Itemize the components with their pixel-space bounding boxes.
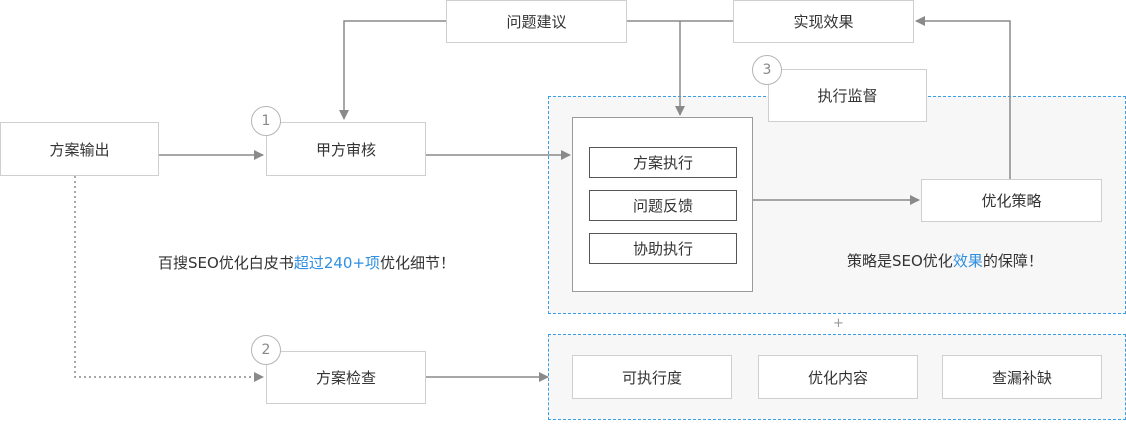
step-badge-2-number: 2 — [261, 342, 271, 358]
whitepaper-note-tail: 优化细节！ — [380, 254, 456, 272]
step-badge-3-number: 3 — [762, 62, 772, 78]
check-item-1: 可执行度 — [572, 355, 732, 399]
execution-item-2: 问题反馈 — [589, 190, 737, 221]
strategy-note: 策略是SEO优化效果的保障！ — [847, 250, 1043, 271]
dotted-output-to-check — [74, 176, 264, 382]
issue-suggestion-label: 问题建议 — [506, 13, 567, 31]
exec-supervision-label: 执行监督 — [817, 87, 878, 105]
check-item-2-label: 优化内容 — [807, 368, 868, 387]
optimization-strategy-label: 优化策略 — [981, 192, 1042, 210]
execution-item-1-label: 方案执行 — [632, 154, 693, 172]
exec-supervision-box: 执行监督 — [768, 69, 927, 122]
plus-sign: + — [833, 316, 844, 331]
step-badge-1: 1 — [251, 106, 281, 136]
check-item-3: 查漏补缺 — [942, 355, 1102, 399]
party-review-box: 甲方审核 — [266, 122, 426, 176]
strategy-note-highlight: 效果 — [952, 252, 983, 270]
realize-effect-box: 实现效果 — [733, 0, 914, 43]
arrow-strategy-to-effect — [915, 16, 1011, 179]
optimization-strategy-box: 优化策略 — [921, 179, 1102, 222]
whitepaper-note-text: 百搜SEO优化白皮书 — [158, 254, 294, 272]
step-badge-2: 2 — [251, 335, 281, 365]
arrow-suggestion-to-review — [339, 20, 446, 120]
plan-check-box: 方案检查 — [266, 351, 426, 404]
strategy-note-text: 策略是SEO优化 — [847, 252, 953, 270]
strategy-note-tail: 的保障！ — [982, 252, 1043, 270]
plan-output-label: 方案输出 — [49, 140, 110, 159]
execution-item-3: 协助执行 — [589, 233, 737, 264]
whitepaper-note: 百搜SEO优化白皮书超过240+项优化细节！ — [158, 252, 455, 273]
check-item-3-label: 查漏补缺 — [991, 368, 1052, 387]
execution-item-2-label: 问题反馈 — [632, 197, 693, 215]
party-review-label: 甲方审核 — [315, 140, 376, 159]
check-item-1-label: 可执行度 — [621, 368, 682, 387]
plan-output-box: 方案输出 — [0, 122, 159, 176]
step-badge-3: 3 — [752, 55, 782, 85]
step-badge-1-number: 1 — [261, 113, 271, 129]
whitepaper-note-highlight: 超过240+项 — [293, 254, 381, 272]
execution-item-3-label: 协助执行 — [632, 240, 693, 258]
issue-suggestion-box: 问题建议 — [446, 0, 627, 43]
check-item-2: 优化内容 — [758, 355, 918, 399]
realize-effect-label: 实现效果 — [793, 13, 854, 31]
plan-check-label: 方案检查 — [315, 369, 376, 387]
execution-item-1: 方案执行 — [589, 147, 737, 178]
